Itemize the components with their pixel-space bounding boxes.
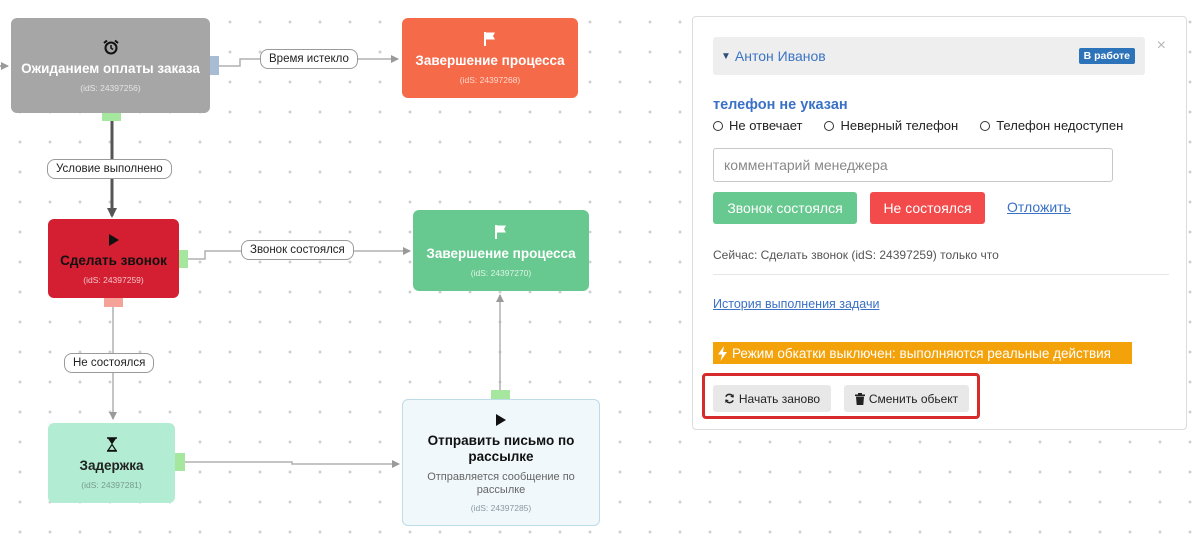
- play-icon: [108, 233, 120, 247]
- alarm-clock-icon: [102, 39, 119, 55]
- node-end-top[interactable]: Завершение процесса (idS: 24397268): [402, 18, 578, 98]
- radio-wrong-phone[interactable]: Неверный телефон: [824, 118, 958, 133]
- flow-canvas[interactable]: Ожиданием оплаты заказа (idS: 24397256) …: [0, 0, 680, 540]
- refresh-icon: [724, 393, 735, 404]
- task-history-link[interactable]: История выполнения задачи: [713, 297, 880, 311]
- node-title: Задержка: [79, 457, 144, 473]
- caret-down-icon: ▼: [721, 50, 731, 62]
- edge-label-call-ok[interactable]: Звонок состоялся: [241, 240, 354, 260]
- node-title: Завершение процесса: [426, 245, 576, 261]
- port-wait-right[interactable]: [210, 56, 219, 75]
- port-call-right[interactable]: [179, 250, 188, 268]
- node-description: Отправляется сообщение по рассылке: [427, 470, 575, 496]
- node-ids: (idS: 24397285): [470, 502, 532, 513]
- node-send-mail[interactable]: Отправить письмо по рассылке Отправляетс…: [402, 399, 600, 526]
- restart-label: Начать заново: [738, 391, 821, 406]
- radio-label: Неверный телефон: [840, 118, 959, 133]
- current-step-text: Сейчас: Сделать звонок (idS: 24397259) т…: [713, 248, 999, 262]
- node-end-mid[interactable]: Завершение процесса (idS: 24397270): [413, 210, 589, 291]
- person-header[interactable]: ▼ Антон Иванов В работе: [713, 37, 1145, 75]
- node-make-call[interactable]: Сделать звонок (idS: 24397259): [48, 219, 179, 298]
- node-wait-payment[interactable]: Ожиданием оплаты заказа (idS: 24397256): [11, 18, 210, 113]
- divider: [713, 274, 1169, 275]
- phone-status: телефон не указан: [713, 97, 848, 113]
- node-title: Ожиданием оплаты заказа: [21, 60, 200, 76]
- radio-no-answer[interactable]: Не отвечает: [713, 118, 802, 133]
- node-title: Отправить письмо по рассылке: [427, 432, 575, 464]
- change-object-button[interactable]: Сменить обьект: [844, 385, 969, 412]
- port-call-bottom[interactable]: [104, 298, 123, 307]
- port-wait-bottom[interactable]: [102, 113, 121, 121]
- call-failed-button[interactable]: Не состоялся: [870, 192, 985, 224]
- highlighted-actions: Начать заново Сменить обьект: [702, 373, 980, 419]
- port-mail-top[interactable]: [491, 390, 510, 399]
- close-icon[interactable]: ×: [1156, 37, 1166, 54]
- radio-label: Не отвечает: [729, 118, 803, 133]
- mode-notice: Режим обкатки выключен: выполняются реал…: [713, 342, 1132, 364]
- radio-circle[interactable]: [824, 120, 835, 131]
- radio-circle[interactable]: [980, 120, 991, 131]
- edge-label-condition-met[interactable]: Условие выполнено: [47, 159, 172, 179]
- radio-circle[interactable]: [713, 120, 723, 131]
- call-result-options: Не отвечает Неверный телефон Телефон нед…: [713, 118, 1123, 133]
- radio-phone-unavailable[interactable]: Телефон недоступен: [980, 118, 1123, 133]
- status-badge: В работе: [1078, 48, 1135, 64]
- task-panel: × ▼ Антон Иванов В работе телефон не ука…: [692, 16, 1187, 430]
- node-ids: (idS: 24397268): [459, 75, 521, 85]
- edge-label-call-failed[interactable]: Не состоялся: [64, 353, 155, 373]
- restart-button[interactable]: Начать заново: [713, 385, 831, 412]
- play-icon: [495, 413, 507, 427]
- lightning-icon: [717, 345, 728, 361]
- port-delay-right[interactable]: [175, 453, 185, 471]
- manager-comment-input[interactable]: [713, 148, 1113, 182]
- postpone-link[interactable]: Отложить: [1007, 199, 1071, 215]
- edge-label-time-expired[interactable]: Время истекло: [260, 49, 358, 69]
- edge-delay-to-mail: [185, 460, 400, 468]
- call-success-button[interactable]: Звонок состоялся: [713, 192, 857, 224]
- node-ids: (idS: 24397270): [470, 267, 532, 278]
- mode-notice-text: Режим обкатки выключен: выполняются реал…: [732, 345, 1111, 361]
- person-name[interactable]: Антон Иванов: [734, 48, 826, 64]
- radio-label: Телефон недоступен: [996, 118, 1124, 133]
- node-delay[interactable]: Задержка (idS: 24397281): [48, 423, 175, 503]
- node-ids: (idS: 24397281): [81, 479, 142, 490]
- trash-icon: [854, 392, 865, 405]
- node-ids: (idS: 24397259): [83, 274, 144, 285]
- flag-icon: [494, 224, 508, 240]
- node-title: Сделать звонок: [60, 252, 167, 268]
- flag-icon: [483, 31, 497, 47]
- node-title: Завершение процесса: [415, 53, 565, 68]
- node-ids: (idS: 24397256): [80, 82, 141, 93]
- hourglass-icon: [106, 436, 118, 452]
- change-object-label: Сменить обьект: [868, 391, 959, 406]
